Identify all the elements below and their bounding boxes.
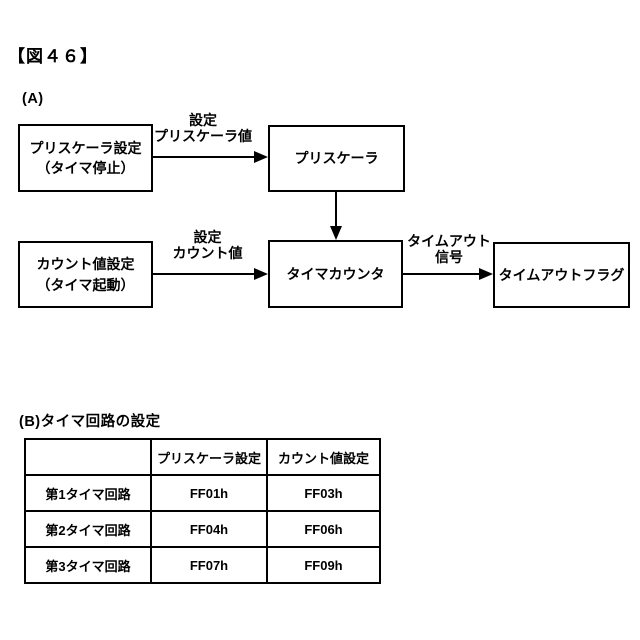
box-prescaler-label: プリスケーラ <box>294 150 379 167</box>
cell-timer2-count: FF06h <box>266 510 381 548</box>
cell-timer3-prescaler: FF07h <box>150 546 268 584</box>
arrow-timeout-signal-line <box>403 273 481 275</box>
label-prescaler-value-line2: プリスケーラ値 <box>154 128 252 144</box>
box-timer-counter: タイマカウンタ <box>268 240 403 308</box>
cell-timer2-name: 第2タイマ回路 <box>24 510 152 548</box>
box-count-setting-line1: カウント値設定 <box>36 256 135 273</box>
label-count-value: 設定 カウント値 <box>160 229 255 261</box>
label-timeout-signal-line1: タイムアウト <box>407 233 491 249</box>
box-timer-counter-label: タイマカウンタ <box>286 265 385 282</box>
cell-timer2-prescaler: FF04h <box>150 510 268 548</box>
timer-settings-table: プリスケーラ設定 カウント値設定 第1タイマ回路 FF01h FF03h 第2タ… <box>24 438 381 584</box>
cell-timer1-prescaler: FF01h <box>150 474 268 512</box>
box-timeout-flag-label: タイムアウトフラグ <box>498 266 625 283</box>
table-row-timer1: 第1タイマ回路 FF01h FF03h <box>24 474 381 512</box>
label-prescaler-value-line1: 設定 <box>189 112 217 128</box>
label-timeout-signal-line2: 信号 <box>435 249 463 265</box>
cell-timer3-name: 第3タイマ回路 <box>24 546 152 584</box>
table-row-timer2: 第2タイマ回路 FF04h FF06h <box>24 510 381 548</box>
cell-timer3-count: FF09h <box>266 546 381 584</box>
table-row-timer3: 第3タイマ回路 FF07h FF09h <box>24 546 381 584</box>
table-header-row: プリスケーラ設定 カウント値設定 <box>24 438 381 476</box>
arrow-timeout-signal-head <box>479 268 493 280</box>
panel-a-label: (A) <box>22 91 44 107</box>
box-timeout-flag: タイムアウトフラグ <box>493 242 630 308</box>
cell-timer1-name: 第1タイマ回路 <box>24 474 152 512</box>
table-header-prescaler-setting: プリスケーラ設定 <box>150 438 268 476</box>
label-count-value-line2: カウント値 <box>172 245 243 261</box>
figure-title: 【図４６】 <box>8 47 98 66</box>
box-prescaler: プリスケーラ <box>268 125 405 192</box>
arrow-count-value-line <box>153 273 257 275</box>
label-timeout-signal: タイムアウト 信号 <box>404 233 494 265</box>
arrow-prescaler-to-counter-line <box>335 192 337 228</box>
box-count-setting-line2: （タイマ起動） <box>36 276 135 293</box>
box-prescaler-setting: プリスケーラ設定 （タイマ停止） <box>18 124 153 192</box>
arrow-prescaler-value-head <box>254 151 268 163</box>
panel-b-label: (B)タイマ回路の設定 <box>19 414 161 430</box>
arrow-prescaler-to-counter-head <box>330 226 342 240</box>
arrow-count-value-head <box>254 268 268 280</box>
box-prescaler-setting-line2: （タイマ停止） <box>36 160 135 176</box>
box-prescaler-setting-line1: プリスケーラ設定 <box>29 139 142 156</box>
cell-timer1-count: FF03h <box>266 474 381 512</box>
label-prescaler-value: 設定 プリスケーラ値 <box>151 112 255 144</box>
label-count-value-line1: 設定 <box>193 229 222 245</box>
table-header-blank <box>24 438 152 476</box>
arrow-prescaler-value-line <box>153 156 257 158</box>
table-header-count-setting: カウント値設定 <box>266 438 381 476</box>
box-count-setting: カウント値設定 （タイマ起動） <box>18 241 153 308</box>
